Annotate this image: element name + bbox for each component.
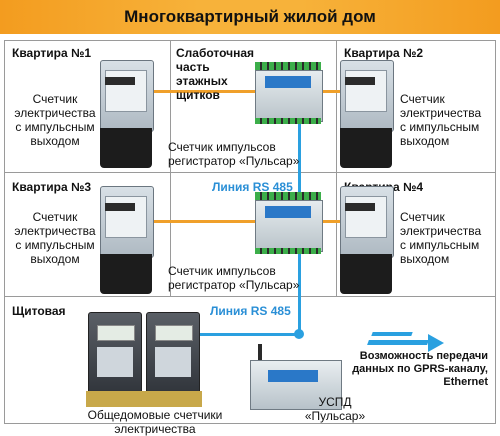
uspd-label: УСПД«Пульсар» [304, 395, 366, 423]
building-meter-1 [86, 312, 144, 407]
gprs-arrow-stroke [367, 340, 429, 345]
divider-row-2 [4, 296, 495, 297]
rs485-label-1: Линия RS 485 [212, 180, 293, 194]
building-meter-2 [144, 312, 202, 407]
switchboard-title: Щитовая [12, 304, 66, 318]
rs485-label-2: Линия RS 485 [210, 304, 291, 318]
apartment-3-title: Квартира №3 [12, 180, 92, 194]
apartment-2-meter [340, 60, 394, 168]
divider-row-1 [4, 172, 495, 173]
divider-right [336, 40, 337, 297]
rs485-junction-dot [294, 329, 304, 339]
gprs-arrow-icon [428, 334, 444, 352]
building-frame [4, 40, 496, 424]
building-meters-label: Общедомовые счетчики электричества [87, 408, 223, 436]
apartment-3-meter [100, 186, 154, 294]
uspd-device [250, 344, 342, 412]
apartment-4-meter [340, 186, 394, 294]
registrar-1-device [255, 62, 325, 124]
rs485-switchboard-line [155, 333, 301, 336]
diagram-title: Многоквартирный жилой дом [124, 7, 376, 26]
apartment-1-title: Квартира №1 [12, 46, 92, 60]
title-bar [0, 0, 500, 34]
gprs-arrow-stroke-2 [371, 332, 413, 336]
registrar-2-device [255, 192, 325, 254]
apartment-1-meter [100, 60, 154, 168]
divider-left [170, 40, 171, 297]
apartment-2-title: Квартира №2 [344, 46, 424, 60]
